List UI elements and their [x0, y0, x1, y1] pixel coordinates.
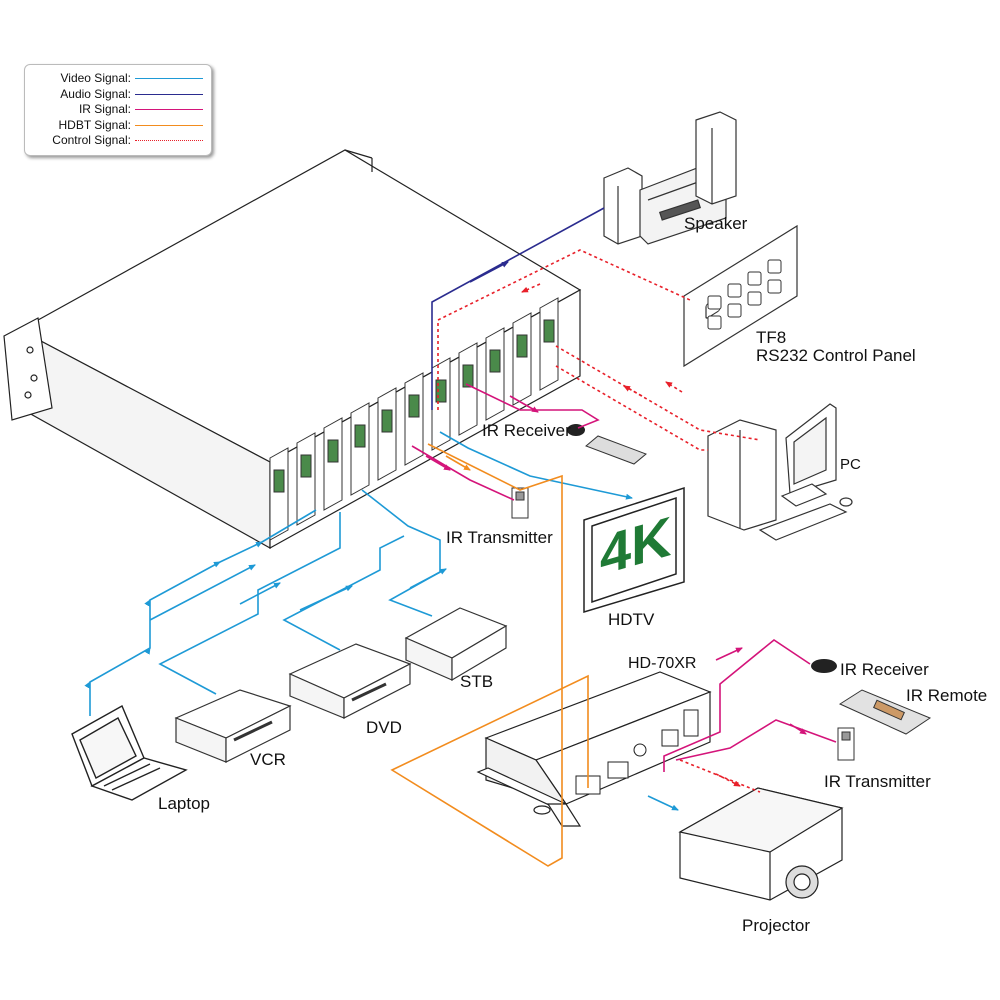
card-module — [354, 424, 366, 448]
ir-transmitter-top-icon — [511, 487, 529, 519]
hd70xr-receiver-icon — [476, 671, 712, 827]
pc-label: PC — [840, 456, 861, 473]
laptop-icon — [71, 705, 188, 801]
hdbt-signal-wire — [390, 443, 589, 867]
legend-swatch — [135, 109, 203, 110]
legend-item-label: Audio Signal: — [60, 86, 131, 101]
legend-item: Video Signal: — [25, 71, 211, 86]
legend-item: Audio Signal: — [25, 87, 211, 102]
stb-label: STB — [460, 672, 494, 691]
tf8-panel-buttons — [707, 259, 782, 330]
card-slot — [269, 447, 289, 541]
card-module — [408, 394, 420, 418]
ir-transmitter-top-label: IR Transmitter — [446, 528, 553, 547]
legend-item-label: IR Signal: — [78, 102, 131, 116]
card-module — [543, 319, 555, 343]
legend-swatch — [135, 78, 203, 79]
card-module — [327, 439, 339, 463]
ir-receiver-bottom-label: IR Receiver — [840, 660, 929, 679]
legend-item-label: Video Signal: — [60, 71, 132, 85]
card-module — [462, 364, 474, 388]
card-module — [516, 334, 528, 358]
ir-receiver-top-label: IR Receiver — [482, 421, 571, 440]
vcr-label: VCR — [250, 750, 286, 769]
card-module — [489, 349, 501, 373]
legend-swatch — [135, 124, 203, 126]
ir-transmitter-bottom-icon — [837, 727, 855, 761]
projector-label: Projector — [742, 916, 811, 935]
ir-remote-icon — [838, 689, 932, 735]
card-slot — [377, 387, 397, 481]
hdtv-icon — [583, 486, 685, 614]
remote-top-icon — [585, 435, 647, 465]
legend-item-label: Control Signal: — [52, 133, 131, 147]
card-module — [435, 379, 447, 403]
video-signal-wires — [84, 431, 679, 811]
legend-item: HDBT Signal: — [25, 118, 211, 133]
legend-item-label: HDBT Signal: — [58, 117, 131, 132]
ir-signal-wires — [411, 383, 837, 772]
pc-icon — [707, 403, 853, 541]
dvd-label: DVD — [366, 718, 402, 737]
card-slot — [296, 432, 316, 526]
dvd-icon — [288, 643, 412, 719]
card-slot — [539, 297, 559, 391]
tf8-label: TF8 — [756, 328, 787, 347]
card-slot — [458, 342, 478, 436]
vcr-icon — [174, 689, 292, 763]
card-module — [381, 409, 393, 433]
card-module — [300, 454, 312, 478]
control-signal-wires — [437, 249, 761, 793]
tf8-desc-label: RS232 Control Panel — [756, 346, 916, 365]
audio-signal-wire — [431, 207, 605, 410]
ir-transmitter-bottom-label: IR Transmitter — [824, 772, 931, 791]
legend-item: Control Signal: — [25, 133, 211, 148]
receiver-model-label: HD-70XR — [628, 655, 697, 672]
card-slots — [269, 297, 559, 541]
legend-item: IR Signal: — [25, 102, 211, 117]
laptop-label: Laptop — [158, 794, 210, 813]
card-slot — [323, 417, 343, 511]
card-slot — [350, 402, 370, 496]
projector-icon — [678, 787, 844, 901]
stb-icon — [404, 607, 508, 682]
speaker-icon — [603, 111, 737, 245]
legend-swatch — [135, 93, 203, 95]
card-slot — [512, 312, 532, 406]
ir-remote-label: IR Remote — [906, 686, 988, 705]
card-module — [273, 469, 285, 493]
speaker-label: Speaker — [684, 214, 748, 233]
ir-receiver-bottom-icon — [811, 659, 837, 673]
card-slot — [485, 327, 505, 421]
hdtv-label: HDTV — [608, 610, 655, 629]
signal-legend: Video Signal:Audio Signal:IR Signal:HDBT… — [24, 64, 212, 156]
legend-swatch — [135, 140, 203, 141]
